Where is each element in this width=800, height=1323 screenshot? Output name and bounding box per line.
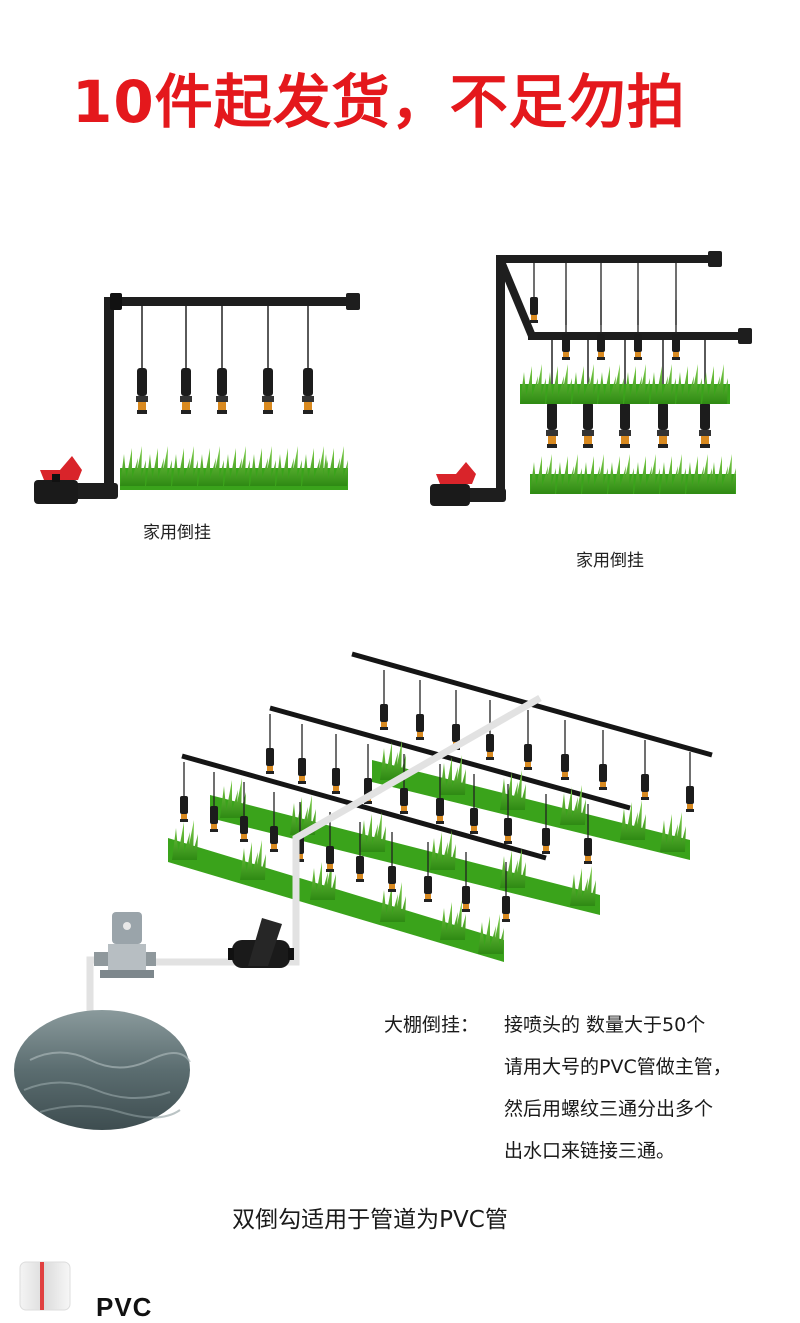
pump-icon (94, 912, 156, 978)
water-source (14, 1010, 191, 1130)
description-line1: 接喷头的 数量大于50个 (504, 1014, 706, 1036)
diagram2-caption: 家用倒挂 (576, 551, 644, 571)
headline: 10件起发货，不足勿拍 (72, 68, 686, 136)
filter-icon (228, 918, 294, 968)
pvc-label: PVC (96, 1292, 153, 1322)
description-line4: 出水口来链接三通。 (504, 1140, 676, 1162)
nozzles-1 (135, 305, 315, 415)
pipe-frame-1 (70, 293, 360, 499)
nozzles-2-top (529, 262, 681, 361)
grass-strip-2a (520, 364, 730, 404)
valve-icon (34, 456, 82, 504)
grass-strip-1 (120, 446, 348, 490)
diagram1-caption: 家用倒挂 (143, 523, 211, 543)
description-line2: 请用大号的PVC管做主管， (504, 1056, 732, 1078)
description-line3: 然后用螺纹三通分出多个 (504, 1098, 714, 1120)
pvc-pipe-icon (19, 1261, 71, 1311)
greenhouse-description: 大棚倒挂： 接喷头的 数量大于50个 请用大号的PVC管做主管， 然后用螺纹三通分… (384, 1004, 784, 1172)
bottom-title: 双倒勾适用于管道为PVC管 (232, 1207, 508, 1233)
grass-strip-2b (530, 454, 736, 494)
valve-icon-2 (430, 462, 476, 506)
description-label: 大棚倒挂： (384, 1014, 480, 1036)
greenhouse-grass (168, 740, 690, 962)
